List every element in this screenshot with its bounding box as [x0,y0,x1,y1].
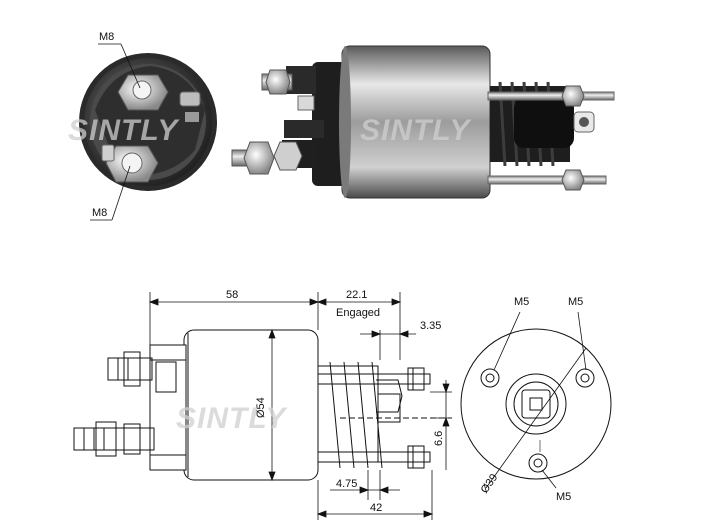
dim-bolt-offset: 6.6 [433,431,445,446]
front-top-label: M8 [99,31,114,43]
front-view-photo [79,43,217,221]
watermark-drawing: SINTLY [176,402,288,435]
end-label-bottom: M5 [556,491,571,503]
front-bottom-label: M8 [92,207,107,219]
end-label-top-right: M5 [568,296,583,308]
side-view-photo [231,45,615,199]
end-label-top-left: M5 [514,296,529,308]
dim-engaged-value: 22.1 [346,289,367,301]
side-elevation-drawing [73,329,452,481]
dim-engaged-word: Engaged [336,307,380,319]
end-bolt-circle: Ø39 [479,472,501,496]
end-view-drawing [460,311,612,489]
dim-overall: 42 [370,502,382,514]
dim-body-length: 58 [226,289,238,301]
watermark-photo-left: SINTLY [68,114,180,147]
dim-small-gap: 3.35 [420,320,441,332]
dim-plunger-step: 4.75 [336,478,357,490]
watermark-photo-right: SINTLY [360,114,472,147]
dimension-lines [148,292,452,520]
dim-diameter: Ø54 [255,397,267,418]
